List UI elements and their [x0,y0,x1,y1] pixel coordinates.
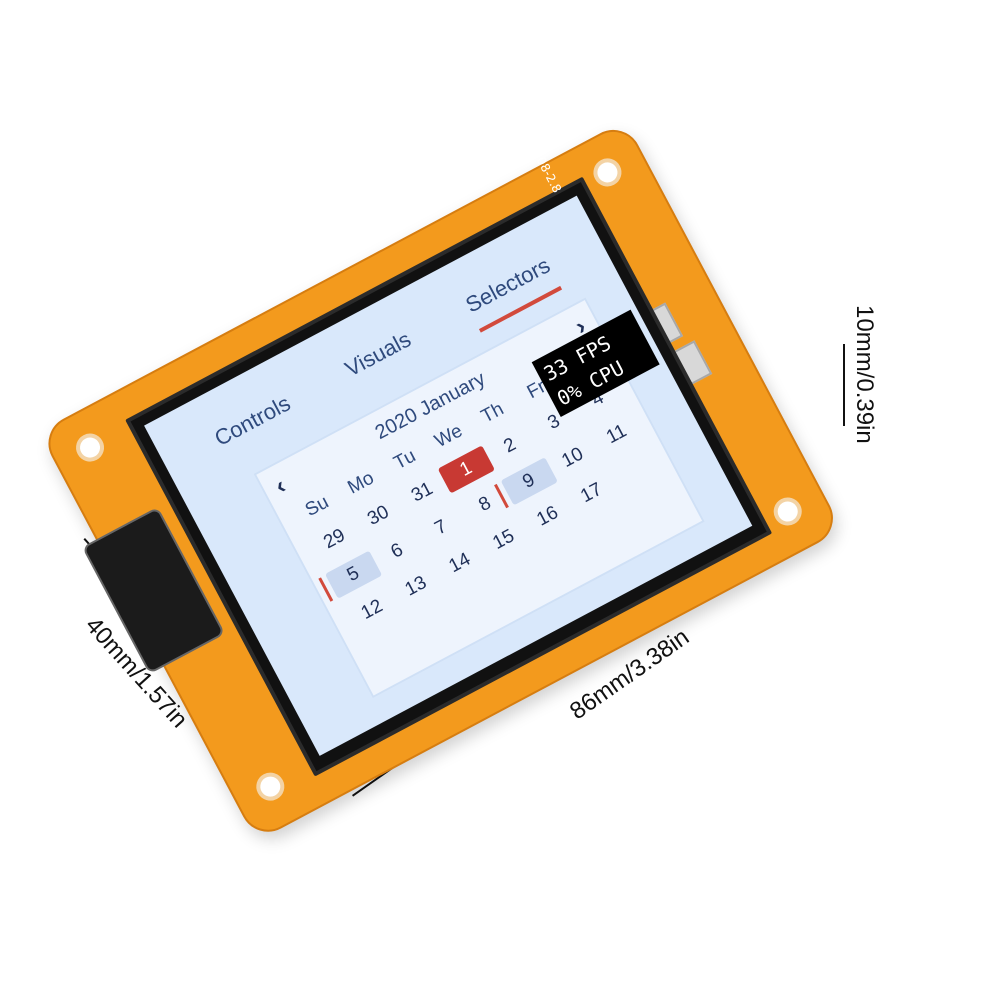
depth-dimension-line [843,344,845,426]
mounting-hole-top-right [588,153,627,192]
tab-visuals[interactable]: Visuals [340,326,415,382]
calendar-day[interactable] [607,446,664,494]
tft-display-module: TPM408-2.8 Controls Visuals Selectors ‹ … [38,120,843,842]
mounting-hole-top-left [71,428,109,467]
depth-dimension-label: 10mm/0.39in [851,305,878,444]
mounting-hole-bottom-right [768,492,807,531]
tab-selectors[interactable]: Selectors [461,252,559,327]
calendar-day[interactable]: 11 [602,420,631,449]
tab-controls[interactable]: Controls [210,390,295,451]
mounting-hole-bottom-left [251,767,290,806]
